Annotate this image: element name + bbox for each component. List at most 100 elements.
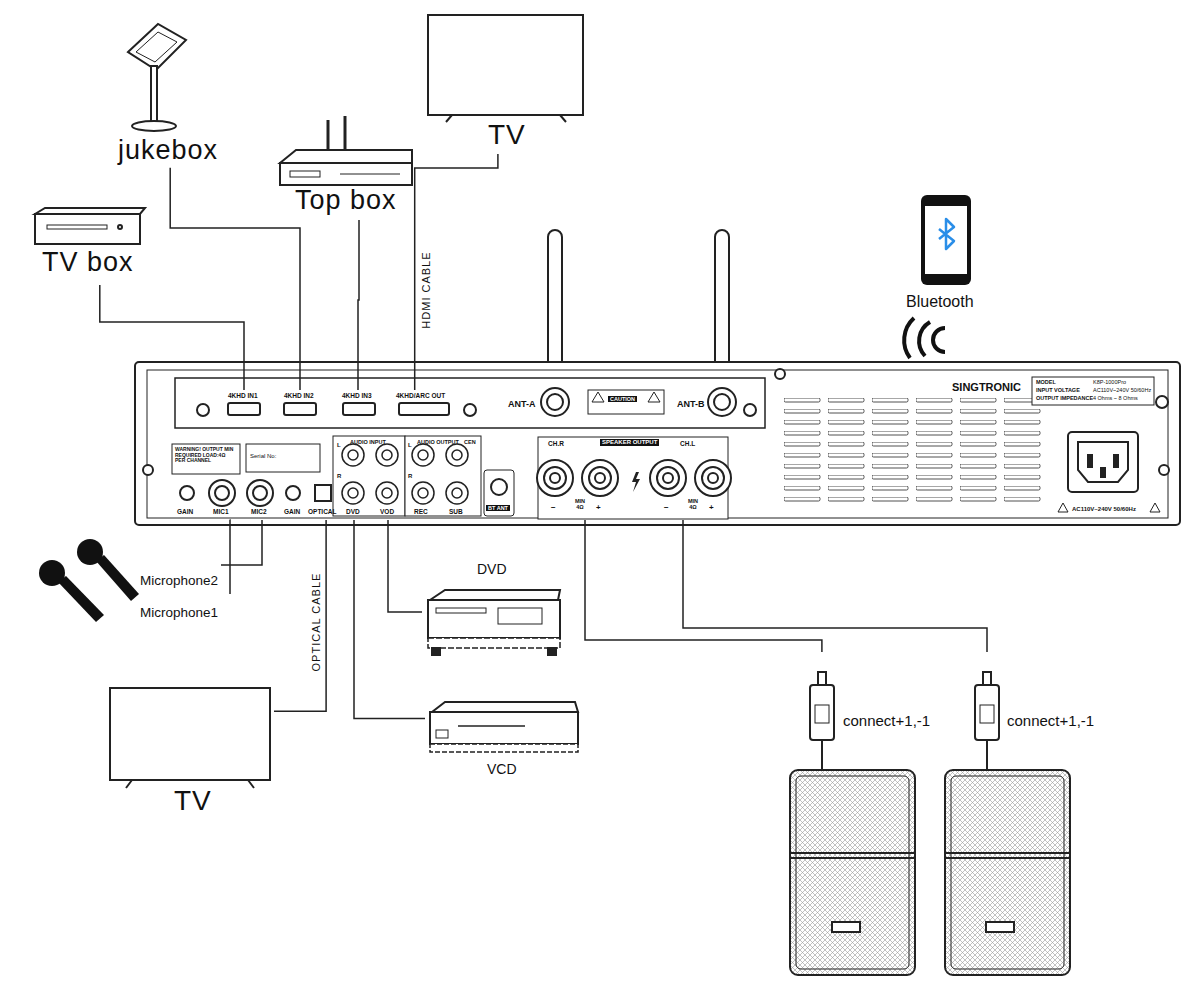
node-text: connect+1,-1 [843, 713, 930, 730]
amplifier-chassis-part [1068, 432, 1138, 492]
node-text: 4KHD IN2 [284, 392, 314, 399]
amplifier-box: SINGTRONIC4KHD IN14KHD IN24KHD IN34KHD/A… [135, 360, 1180, 527]
panel-label: CEN [464, 439, 476, 445]
panel-label: GAIN [284, 508, 300, 515]
node-text: jukebox [118, 136, 218, 166]
speaker-picture-part [980, 705, 994, 723]
amplifier-chassis-part [708, 388, 736, 416]
amplifier-chassis-part [663, 473, 673, 483]
amplifier-chassis-part [399, 403, 449, 415]
panel-label: AC110V~240V 50/60Hz [1093, 387, 1151, 393]
panel-label: INPUT VOLTAGE [1036, 387, 1080, 393]
speaker-picture-part [818, 672, 826, 685]
top-box-picture-part [340, 174, 400, 175]
port-box: MIC2 [248, 506, 276, 520]
panel-label: L [408, 442, 412, 449]
amplifier-chassis-part-part [412, 482, 434, 504]
dvd-player-picture-part [548, 648, 556, 655]
port-box: 4KHD/ARC OUT [392, 390, 456, 402]
port-box: 4KHD IN2 [280, 390, 320, 402]
panel-label: + [596, 504, 601, 513]
cable-label: OPTICAL CABLE [310, 573, 322, 672]
panel-label: K8P-1000Pro [1093, 379, 1126, 385]
node-text: 4KHD/ARC OUT [396, 392, 445, 399]
dvd-player-picture-part [436, 608, 486, 613]
amplifier-chassis-part [550, 473, 560, 483]
node-text: MIC2 [251, 508, 267, 515]
panel-label: R [408, 473, 412, 480]
panel-label: − [664, 504, 669, 513]
amplifier-chassis-part [782, 396, 1048, 506]
bluetooth-waves-part [919, 322, 930, 356]
amplifier-chassis-part-part [412, 444, 434, 466]
node-text: DVD [477, 562, 507, 577]
amplifier-chassis-part [172, 444, 240, 474]
panel-label: OUTPUT IMPEDANCE [1036, 395, 1093, 401]
panel-label: ANT-A [508, 400, 536, 410]
cable-line [358, 220, 359, 390]
node-text: VOD [380, 508, 394, 515]
cable-line [354, 520, 425, 718]
speaker-picture-part [986, 922, 1014, 932]
phone-picture [921, 195, 971, 285]
amplifier-chassis-part [315, 485, 331, 501]
cable-line [221, 520, 262, 565]
panel-label: Serial No: [250, 453, 276, 460]
vcd-player-picture-part [432, 702, 578, 712]
jukebox-picture-part [151, 66, 157, 124]
jukebox-picture-part [136, 32, 177, 62]
amplifier-chassis-part-part [376, 444, 398, 466]
cable-line [170, 168, 300, 390]
device-box: TV [106, 684, 274, 820]
amplifier-chassis-part [582, 460, 618, 496]
cable-line [229, 520, 231, 594]
amplifier-chassis-part [284, 403, 316, 415]
speaker-picture-part [810, 685, 834, 740]
cable-label: HDMI CABLE [420, 251, 432, 328]
device-box: Microphone2 [72, 538, 221, 592]
node-text: connect+1,-1 [1007, 713, 1094, 730]
amplifier-chassis-part [592, 392, 604, 402]
device-box: jukebox [110, 20, 250, 168]
speaker-picture-part [951, 776, 1064, 969]
panel-label: BT ANT [486, 505, 510, 511]
device-box: VCD [425, 696, 580, 782]
panel-label: AC110V~240V 50/60Hz [1072, 506, 1136, 513]
port-box: CH.L [652, 438, 732, 520]
speaker-picture-part [790, 852, 915, 854]
vcd-player-picture-part [430, 712, 578, 744]
jukebox-picture-part [132, 121, 176, 131]
panel-label: AUDIO OUTPUT [417, 439, 459, 445]
amplifier-chassis-part [714, 394, 730, 410]
device-box: Top box [275, 38, 415, 220]
port-box: MIC1 [210, 506, 238, 520]
amplifier-chassis-part-part [418, 488, 428, 498]
amplifier-chassis-part [147, 370, 1168, 518]
tv-picture-part [428, 15, 583, 115]
speaker-picture-part [983, 672, 991, 685]
panel-label: WARNING! OUTPUT MIN REQUIRED LOAD:4Ω PER… [175, 447, 237, 464]
dvd-player-picture-part [428, 638, 560, 648]
amplifier-chassis-part [464, 404, 476, 416]
amplifier-chassis-part [197, 404, 209, 416]
amplifier-chassis-part-part [382, 450, 392, 460]
amplifier-chassis-part [405, 436, 481, 516]
amplifier-chassis-part [484, 470, 514, 516]
jukebox-picture-part [128, 24, 186, 70]
microphone-picture [39, 539, 139, 622]
tv-box-picture-part [35, 214, 140, 244]
port-box: OPTICAL [306, 506, 340, 520]
speaker-box: connect+1,-1 [786, 652, 942, 978]
bluetooth-waves-part [904, 318, 914, 358]
amplifier-chassis-part-part [348, 488, 358, 498]
amplifier-chassis-part [632, 472, 640, 492]
panel-label: 4 Ohms ~ 8 Ohms [1093, 395, 1138, 401]
speaker-picture-part [945, 857, 1070, 859]
panel-label: L [337, 442, 341, 449]
amplifier-chassis-part [541, 388, 569, 416]
amplifier-chassis-part [1032, 377, 1154, 405]
tv-picture-part [110, 688, 270, 780]
phone-picture-part [925, 206, 967, 274]
